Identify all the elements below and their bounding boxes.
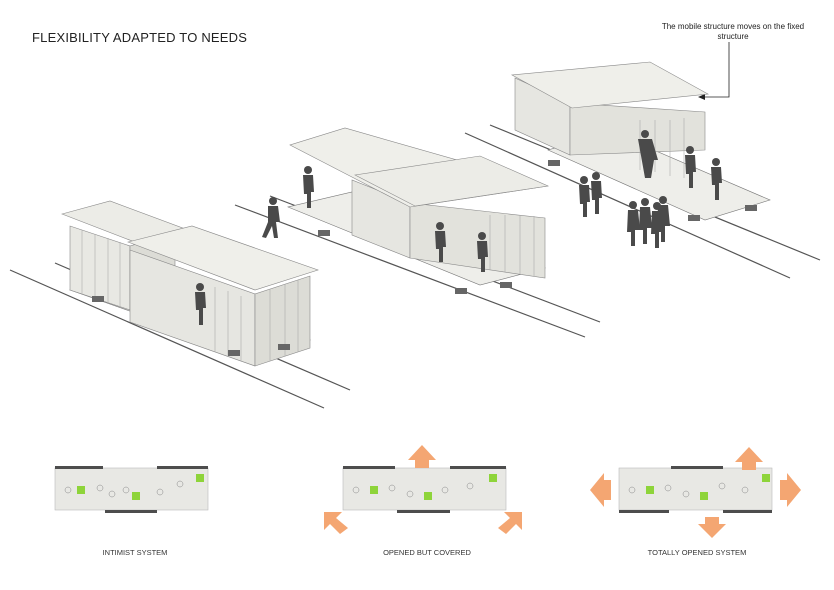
- plan-intimist: [54, 466, 209, 513]
- diagram-title: FLEXIBILITY ADAPTED TO NEEDS: [32, 30, 248, 45]
- wheel: [228, 350, 240, 356]
- module-intimist: [61, 200, 319, 367]
- plan-floor: [618, 467, 773, 511]
- caption-totally-opened: TOTALLY OPENED SYSTEM: [647, 548, 747, 557]
- plant: [489, 474, 497, 482]
- wheel: [745, 205, 757, 211]
- crowd: [579, 130, 722, 248]
- plant: [762, 474, 770, 482]
- wheel: [500, 282, 512, 288]
- caption-opened-covered: OPENED BUT COVERED: [383, 548, 471, 557]
- annotation-arrowhead: [698, 94, 705, 100]
- person-figure: [195, 283, 206, 325]
- plan-opened-covered: [324, 445, 522, 534]
- plan-wall: [450, 466, 506, 469]
- furniture: [628, 482, 749, 498]
- box-front: [569, 102, 706, 156]
- arrow-down-right: [498, 512, 522, 534]
- plant: [646, 486, 654, 494]
- plant: [370, 486, 378, 494]
- wheel: [92, 296, 104, 302]
- plant: [700, 492, 708, 500]
- arrow-up: [735, 447, 763, 470]
- module-opened-covered: [262, 127, 550, 294]
- arrow-up: [408, 445, 436, 468]
- furniture: [64, 480, 184, 498]
- arrow-right: [780, 473, 801, 507]
- wheel: [688, 215, 700, 221]
- arrow-left: [590, 473, 611, 507]
- wheel: [455, 288, 467, 294]
- person-figure: [435, 222, 446, 262]
- person-figure: [303, 166, 314, 208]
- plant: [196, 474, 204, 482]
- wheel: [548, 160, 560, 166]
- plan-wall: [671, 466, 723, 469]
- caption-intimist: INTIMIST SYSTEM: [102, 548, 168, 557]
- roof: [511, 61, 709, 109]
- plan-wall: [619, 510, 669, 513]
- module-totally-opened: [511, 61, 771, 248]
- plan-wall: [105, 510, 157, 513]
- person-figure: [262, 197, 280, 238]
- arrow-down: [698, 517, 726, 538]
- plan-floor: [342, 467, 507, 511]
- plan-wall: [397, 510, 450, 513]
- plan-totally-opened: [590, 447, 801, 538]
- person-figure: [477, 232, 488, 272]
- wheel: [278, 344, 290, 350]
- plan-wall: [343, 466, 395, 469]
- arrow-down-left: [324, 512, 348, 534]
- plant: [132, 492, 140, 500]
- front-roof: [126, 225, 319, 291]
- wheel: [318, 230, 330, 236]
- mobile-structure-annotation: The mobile structure moves on the fixed …: [661, 22, 805, 41]
- roof-rear: [354, 155, 550, 207]
- front-box-front: [254, 275, 311, 367]
- box-front: [409, 202, 546, 279]
- plant: [77, 486, 85, 494]
- plan-wall: [55, 466, 103, 469]
- furniture: [352, 482, 474, 498]
- annotation-leader: [700, 42, 730, 98]
- plan-wall: [723, 510, 772, 513]
- plan-wall: [157, 466, 208, 469]
- plant: [424, 492, 432, 500]
